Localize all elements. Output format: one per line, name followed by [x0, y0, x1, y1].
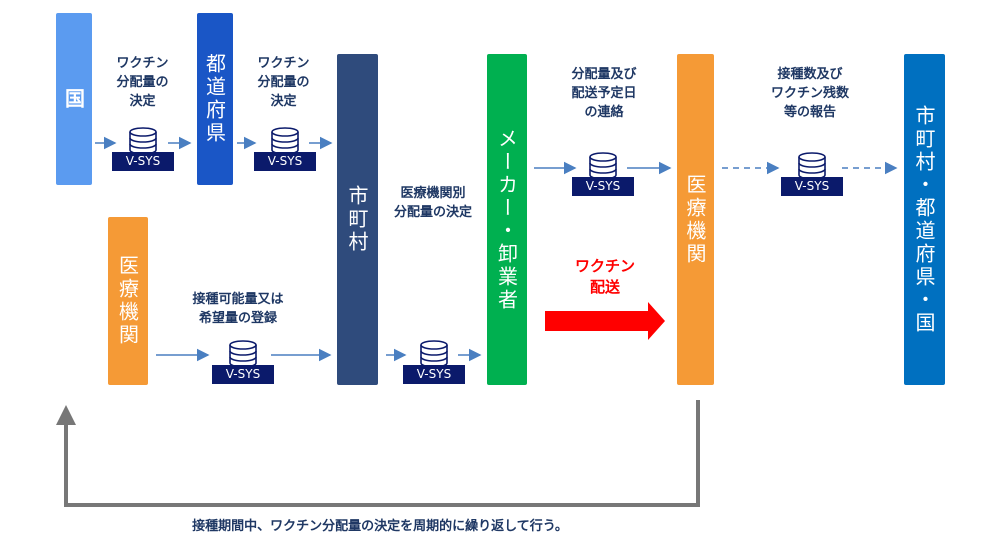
label-line: 医療機関別 [400, 186, 466, 201]
vsys-tag: V-SYS [781, 177, 843, 196]
vsys-database: V-SYS [254, 126, 316, 172]
label-line: の連絡 [584, 105, 624, 120]
vsys-tag: V-SYS [112, 152, 174, 171]
label-line: 配送 [589, 278, 620, 296]
database-icon [798, 152, 826, 180]
label-kuni-to-pref: ワクチン 分配量の 決定 [100, 54, 185, 111]
label-report: 接種数及び ワクチン残数 等の報告 [745, 65, 875, 122]
label-line: 分配量の [116, 75, 169, 90]
label-line: ワクチン [257, 56, 310, 71]
vsys-database: V-SYS [212, 339, 274, 385]
label-line: ワクチン [574, 257, 635, 275]
database-icon [229, 340, 257, 368]
vsys-tag: V-SYS [254, 152, 316, 171]
label-pref-to-city: ワクチン 分配量の 決定 [241, 54, 326, 111]
vsys-tag: V-SYS [572, 177, 634, 196]
label-line: 決定 [129, 94, 156, 109]
label-line: 分配量の [257, 75, 310, 90]
database-icon [271, 127, 299, 155]
vsys-database: V-SYS [112, 126, 174, 172]
vsys-tag: V-SYS [403, 365, 465, 384]
vsys-tag: V-SYS [212, 365, 274, 384]
label-city-decision: 医療機関別 分配量の決定 [378, 184, 488, 222]
label-line: ワクチン [116, 56, 169, 71]
label-line: 分配量の決定 [393, 205, 472, 220]
vsys-database: V-SYS [781, 151, 843, 197]
delivery-arrow [545, 302, 665, 340]
label-line: 接種数及び [777, 67, 843, 82]
label-line: 決定 [270, 94, 297, 109]
node-report-target: 市町村・都道府県・国 [904, 54, 945, 385]
cycle-loop-arrow [56, 400, 700, 507]
node-maker: メーカー・卸業者 [487, 54, 527, 385]
vsys-database: V-SYS [572, 151, 634, 197]
label-line: 等の報告 [783, 105, 836, 120]
label-maker-notice: 分配量及び 配送予定日 の連絡 [544, 65, 664, 122]
label-line: 接種可能量又は [192, 292, 284, 307]
node-shichoson: 市町村 [337, 54, 378, 385]
node-todofuken: 都道府県 [197, 13, 233, 185]
label-delivery: ワクチン 配送 [555, 256, 655, 298]
footer-note: 接種期間中、ワクチン分配量の決定を周期的に繰り返して行う。 [192, 519, 568, 534]
label-line: 配送予定日 [571, 86, 637, 101]
label-line: 分配量及び [571, 67, 637, 82]
label-line: ワクチン残数 [770, 86, 849, 101]
node-kuni: 国 [56, 13, 92, 185]
node-iryo-left: 医療機関 [108, 217, 148, 385]
vsys-database: V-SYS [403, 339, 465, 385]
node-iryo-right: 医療機関 [677, 54, 714, 385]
database-icon [420, 340, 448, 368]
label-register: 接種可能量又は 希望量の登録 [168, 290, 308, 328]
label-line: 希望量の登録 [198, 311, 277, 326]
